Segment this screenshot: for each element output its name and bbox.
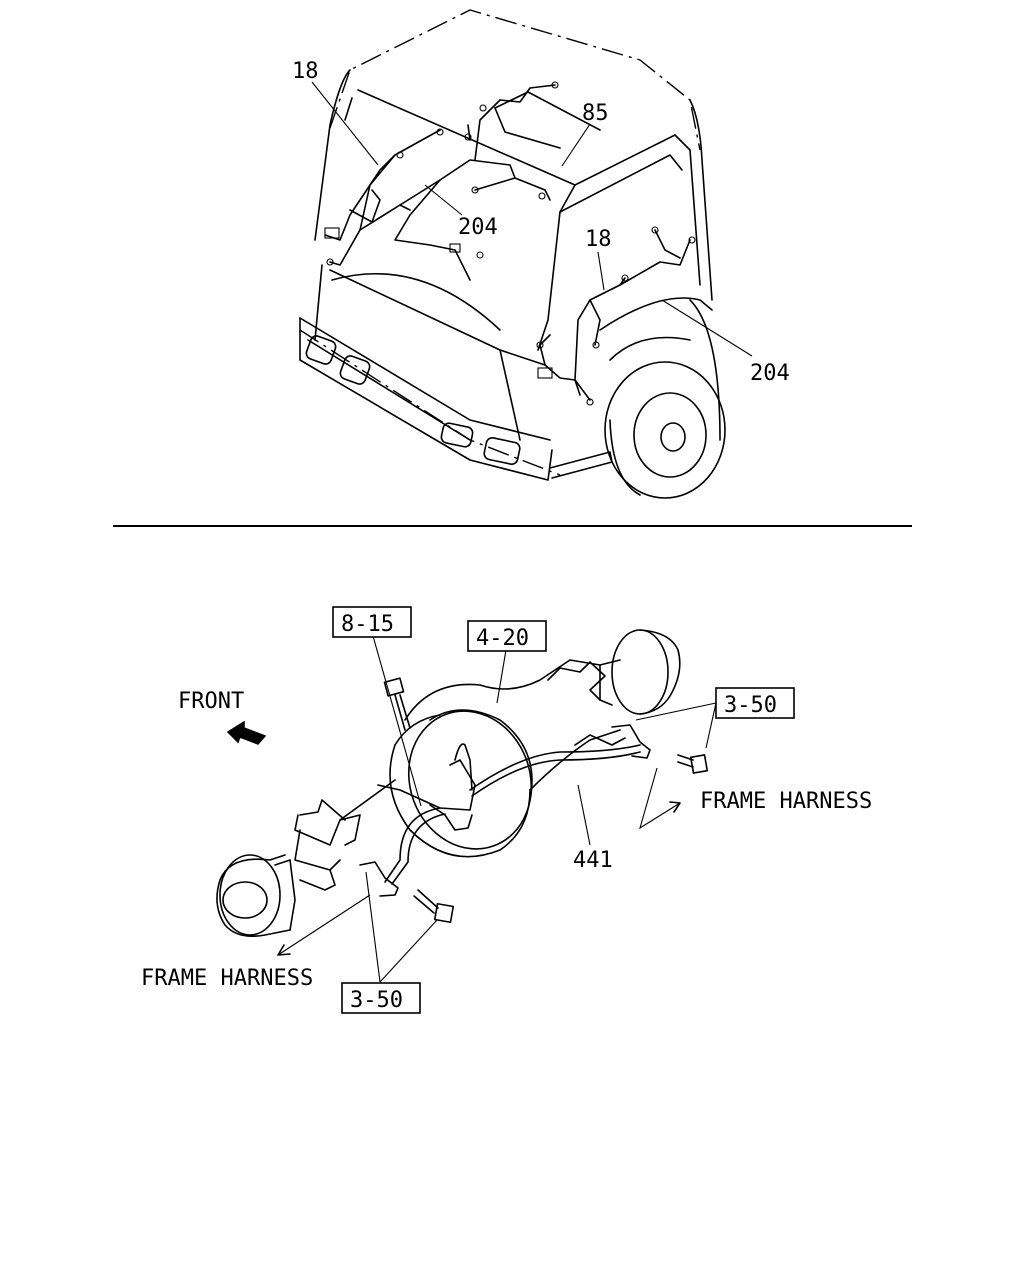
frame-harness-right-label: FRAME HARNESS [700, 789, 872, 814]
bolt-3-50-right [677, 754, 709, 774]
front-label: FRONT [178, 689, 244, 714]
bolt-3-50-left [413, 889, 455, 924]
axle-illustration [216, 629, 681, 938]
callout-85: 85 [582, 101, 609, 126]
cab-illustration [299, 9, 726, 499]
top-leader-lines [311, 81, 753, 357]
callout-18-left: 18 [292, 59, 319, 84]
ref-box-8-15: 8-15 [332, 606, 412, 638]
ref-box-4-20-label: 4-20 [476, 626, 529, 651]
bolt-8-15 [383, 677, 411, 731]
callout-18-right: 18 [585, 227, 612, 252]
front-arrow-icon [226, 720, 267, 745]
ref-box-3-50-left-label: 3-50 [350, 988, 403, 1013]
bottom-leader-lines [277, 635, 717, 983]
ref-box-3-50-right-label: 3-50 [724, 693, 777, 718]
callout-204-right: 204 [750, 361, 790, 386]
callout-204-center: 204 [458, 215, 498, 240]
ref-box-4-20: 4-20 [467, 620, 547, 652]
ref-box-8-15-label: 8-15 [341, 612, 394, 637]
ref-box-3-50-right: 3-50 [715, 687, 795, 719]
cab-wiring-harness [324, 81, 696, 406]
callout-441: 441 [573, 848, 613, 873]
sensor-harness-441 [384, 744, 641, 885]
ref-box-3-50-left: 3-50 [341, 982, 421, 1014]
frame-harness-left-label: FRAME HARNESS [141, 966, 313, 991]
